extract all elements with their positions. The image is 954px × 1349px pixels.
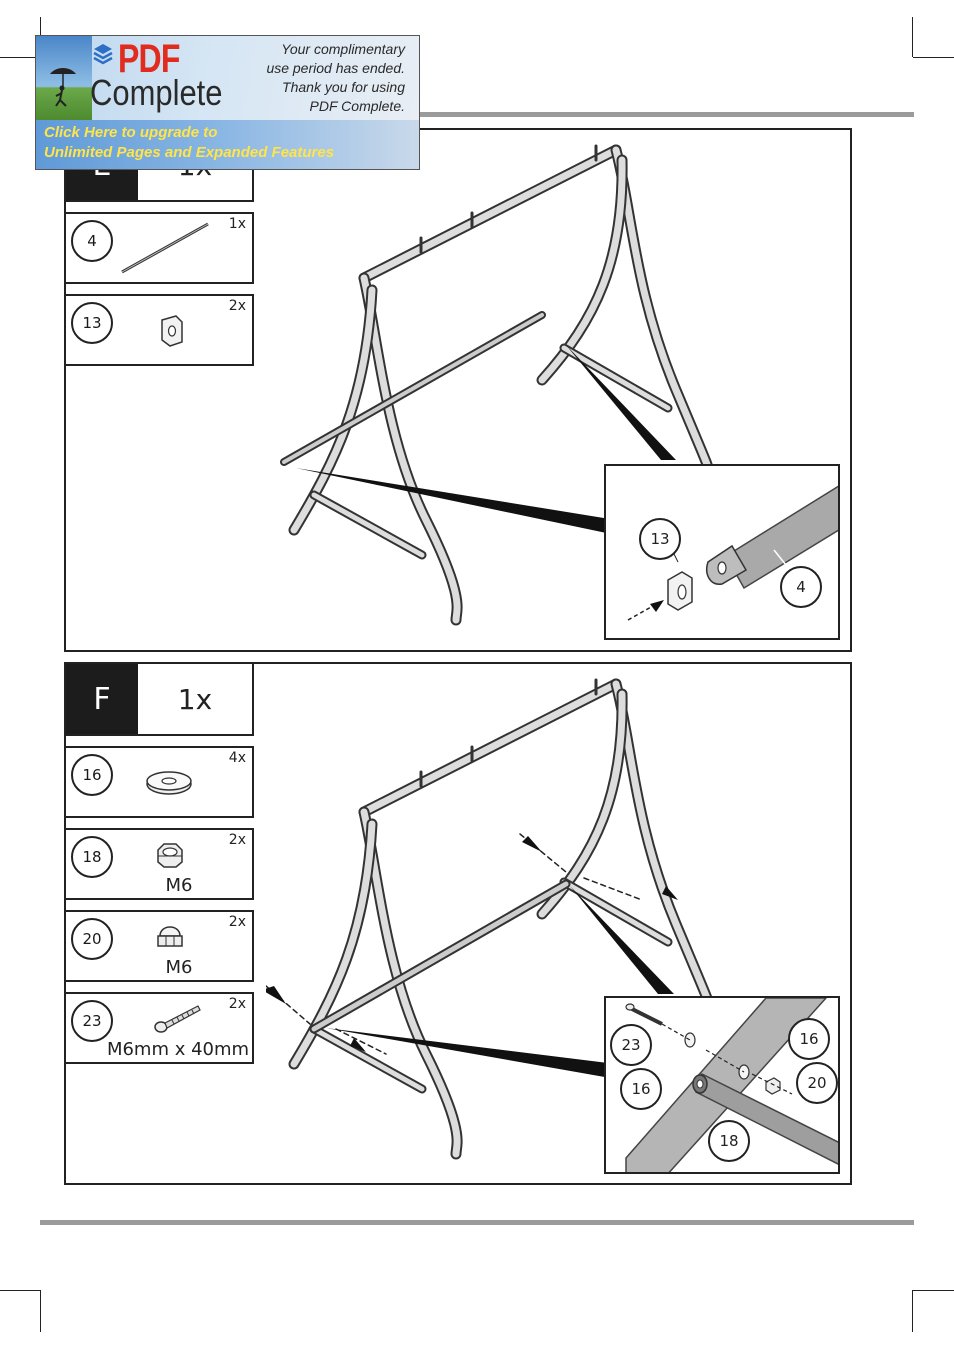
upgrade-link-line[interactable]: Unlimited Pages and Expanded Features (44, 144, 335, 161)
banner-logo-image (36, 36, 92, 120)
brand-pdf: PDF (118, 37, 180, 81)
part-number: 20 (71, 918, 113, 960)
upgrade-link-line[interactable]: Click Here to upgrade to (44, 124, 218, 141)
callout-13: 13 (639, 518, 681, 560)
callout-23: 23 (610, 1024, 652, 1066)
callout-20: 20 (796, 1062, 838, 1104)
message-line: Your complimentary (281, 41, 405, 57)
part-count: 1x (228, 216, 246, 232)
message-line: use period has ended. (266, 60, 405, 76)
pdf-stack-icon (93, 44, 113, 65)
callout-18: 18 (708, 1120, 750, 1162)
upgrade-link[interactable]: Click Here to upgrade to Unlimited Pages… (36, 120, 419, 169)
part-count: 2x (228, 996, 246, 1012)
detail-inset: 23 16 16 20 18 (604, 996, 840, 1174)
message-line: PDF Complete. (309, 98, 405, 114)
part-size: M6mm x 40mm (106, 1039, 250, 1060)
part-size: M6 (165, 957, 193, 978)
washer-icon (146, 771, 192, 795)
header-rule (40, 112, 914, 117)
pdf-complete-banner[interactable]: PDF Complete Your complimentary use peri… (35, 35, 420, 170)
cap-nut-icon (157, 926, 183, 947)
part-count: 2x (228, 832, 246, 848)
crop-mark (0, 57, 40, 58)
step-f-header: F 1x (66, 664, 254, 736)
crop-mark (912, 1290, 913, 1332)
callout-16: 16 (788, 1018, 830, 1060)
step-letter: F (66, 664, 138, 734)
message-line: Thank you for using (282, 79, 405, 95)
part-row-16: 16 4x (66, 746, 254, 818)
crop-mark (913, 57, 954, 58)
part-count: 2x (228, 914, 246, 930)
part-number: 18 (71, 836, 113, 878)
brand-complete: Complete (90, 72, 223, 113)
step-e-panel: E 1x 4 1x 13 2x (64, 128, 852, 652)
callout-4: 4 (780, 566, 822, 608)
crop-mark (912, 17, 913, 57)
crop-mark (40, 1290, 41, 1332)
part-number: 23 (71, 1000, 113, 1042)
swing-frame-drawing (280, 144, 714, 626)
part-row-20: 20 2x M6 (66, 910, 254, 982)
umbrella-figure-icon (50, 68, 76, 107)
step-quantity: 1x (177, 682, 213, 716)
detail-inset: 13 4 (604, 464, 840, 640)
hex-nut-icon (157, 843, 183, 868)
part-row-4: 4 1x (66, 212, 254, 284)
footer-rule (40, 1220, 914, 1225)
callout-16: 16 (620, 1068, 662, 1110)
end-plate-icon (161, 315, 183, 347)
part-number: 4 (71, 220, 113, 262)
part-row-18: 18 2x M6 (66, 828, 254, 900)
part-count: 4x (228, 750, 246, 766)
part-size: M6 (165, 875, 193, 896)
part-number: 16 (71, 754, 113, 796)
part-row-23: 23 2x M6mm x 40mm (66, 992, 254, 1064)
crop-mark (0, 1290, 40, 1291)
expiry-message: Your complimentary use period has ended.… (235, 40, 405, 116)
crop-mark (913, 1290, 954, 1291)
step-f-panel: F 1x 16 4x 18 2x M6 20 2x M6 23 (64, 662, 852, 1185)
rod-end-detail (627, 485, 838, 621)
bolt-assembly-detail (625, 998, 838, 1172)
rod-icon (121, 222, 209, 274)
part-row-13: 13 2x (66, 294, 254, 366)
bolt-icon (154, 1005, 201, 1033)
part-count: 2x (228, 298, 246, 314)
part-number: 13 (71, 302, 113, 344)
